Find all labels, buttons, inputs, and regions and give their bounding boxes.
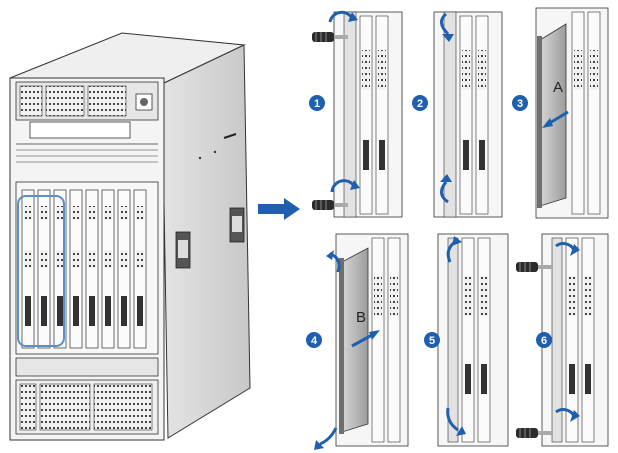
lever-arrow-icon bbox=[440, 181, 449, 204]
lever-arrow-icon bbox=[319, 427, 338, 446]
step-2-panel bbox=[433, 11, 503, 218]
board-slot bbox=[101, 189, 115, 349]
chassis bbox=[9, 32, 251, 441]
board-a: A bbox=[537, 23, 567, 208]
step-6-badge: 6 bbox=[536, 332, 552, 348]
step-5-panel bbox=[437, 233, 509, 447]
rotate-arrow-icon bbox=[350, 180, 360, 190]
lower-vent-area bbox=[15, 357, 159, 435]
screwdriver-icon bbox=[312, 32, 348, 42]
board-slot bbox=[69, 189, 83, 349]
step-3-badge: 3 bbox=[512, 95, 528, 111]
step-number: 4 bbox=[311, 335, 318, 347]
insert-arrow-icon bbox=[351, 330, 380, 348]
pull-arrow-icon bbox=[542, 110, 569, 128]
rotate-arrow-icon bbox=[570, 244, 580, 256]
lever-arrow-icon bbox=[440, 12, 450, 36]
board-slot bbox=[117, 189, 131, 349]
lever-arrow-icon bbox=[440, 174, 452, 182]
lever-arrow-icon bbox=[452, 236, 462, 246]
step-4-badge: 4 bbox=[306, 332, 322, 348]
step-number: 2 bbox=[417, 98, 423, 110]
lever-arrow-icon bbox=[314, 440, 324, 450]
step-2-badge: 2 bbox=[412, 95, 428, 111]
screwdriver-icon bbox=[312, 200, 348, 210]
chassis-side bbox=[161, 44, 251, 439]
board-label: A bbox=[553, 79, 563, 96]
screwdriver-icon bbox=[516, 262, 552, 272]
step-1-panel bbox=[333, 11, 403, 218]
board-label: B bbox=[356, 309, 366, 326]
step-5-badge: 5 bbox=[424, 332, 440, 348]
lever-arrow-icon bbox=[446, 407, 459, 432]
board-slot bbox=[133, 189, 147, 349]
step-1-badge: 1 bbox=[309, 95, 325, 111]
chassis-side-details bbox=[175, 133, 245, 269]
board-slot bbox=[37, 189, 51, 349]
main-direction-arrow-icon bbox=[258, 198, 300, 220]
step-number: 3 bbox=[517, 98, 523, 110]
board-slot bbox=[85, 189, 99, 349]
rotate-arrow-icon bbox=[330, 179, 356, 193]
rotate-arrow-icon bbox=[348, 12, 358, 22]
screwdriver-icon bbox=[516, 428, 552, 438]
step-number: 6 bbox=[541, 335, 547, 347]
lever-arrow-icon bbox=[326, 250, 334, 260]
step-number: 1 bbox=[314, 98, 320, 110]
rotate-arrow-icon bbox=[328, 10, 354, 23]
board-b: B bbox=[339, 247, 369, 434]
highlighted-board-area bbox=[17, 195, 65, 347]
rotate-arrow-icon bbox=[570, 410, 580, 422]
step-6-panel bbox=[541, 233, 609, 447]
board-slot bbox=[21, 189, 35, 349]
lever-arrow-icon bbox=[456, 426, 466, 436]
lever-arrow-icon bbox=[442, 34, 454, 42]
upper-vent-area bbox=[15, 81, 159, 163]
step-number: 5 bbox=[429, 335, 435, 347]
